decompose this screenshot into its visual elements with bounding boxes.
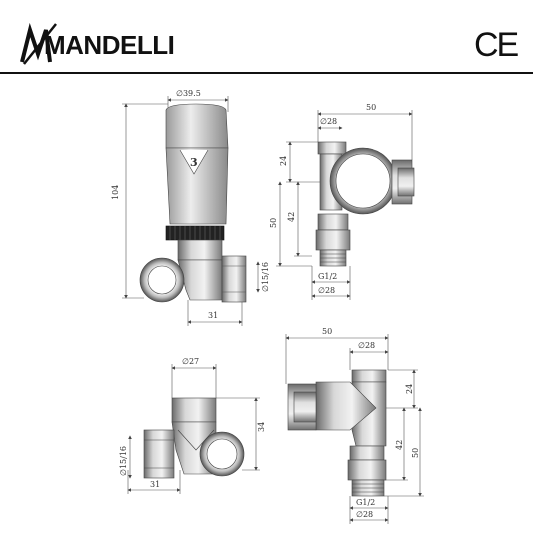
- dim-bottom-left-side: ∅15/16: [119, 446, 128, 476]
- dim-top-right-24: 24: [279, 156, 288, 166]
- dim-bottom-right-42: 42: [395, 440, 404, 450]
- dim-bottom-right-width: 50: [322, 327, 332, 336]
- dim-top-left-bottom: 31: [208, 311, 218, 320]
- dim-bottom-right-bottom-dia: ∅28: [356, 510, 373, 519]
- mandelli-logo: [20, 22, 57, 65]
- dim-bottom-left-bottom: 31: [150, 480, 160, 489]
- thermostatic-valve-side-view: [122, 96, 260, 326]
- ce-mark: CE: [474, 26, 519, 64]
- dim-top-right-thread: G1/2: [318, 272, 337, 281]
- dial-number: 3: [190, 156, 198, 169]
- dim-top-left-side: ∅15/16: [261, 262, 270, 292]
- dim-top-right-42: 42: [287, 212, 296, 222]
- lockshield-valve-side-view: [127, 364, 260, 494]
- dim-bottom-right-thread: G1/2: [356, 498, 375, 507]
- dim-bottom-left-diameter: ∅27: [182, 357, 199, 366]
- dim-top-right-width: 50: [366, 103, 376, 112]
- dim-bottom-right-24: 24: [405, 384, 414, 394]
- dim-top-right-50: 50: [269, 218, 278, 228]
- dim-top-right-bottom-dia: ∅28: [318, 286, 335, 295]
- dim-bottom-left-height: 34: [257, 422, 266, 432]
- dim-top-left-height: 104: [111, 185, 120, 200]
- dim-top-left-diameter: ∅39.5: [176, 89, 201, 98]
- dim-bottom-right-50: 50: [411, 448, 420, 458]
- header-divider: [0, 72, 533, 74]
- dim-bottom-right-top-dia: ∅28: [358, 341, 375, 350]
- lockshield-valve-front-view: [285, 334, 424, 524]
- dim-top-right-top-dia: ∅28: [320, 117, 337, 126]
- brand-name: MANDELLI: [44, 30, 175, 60]
